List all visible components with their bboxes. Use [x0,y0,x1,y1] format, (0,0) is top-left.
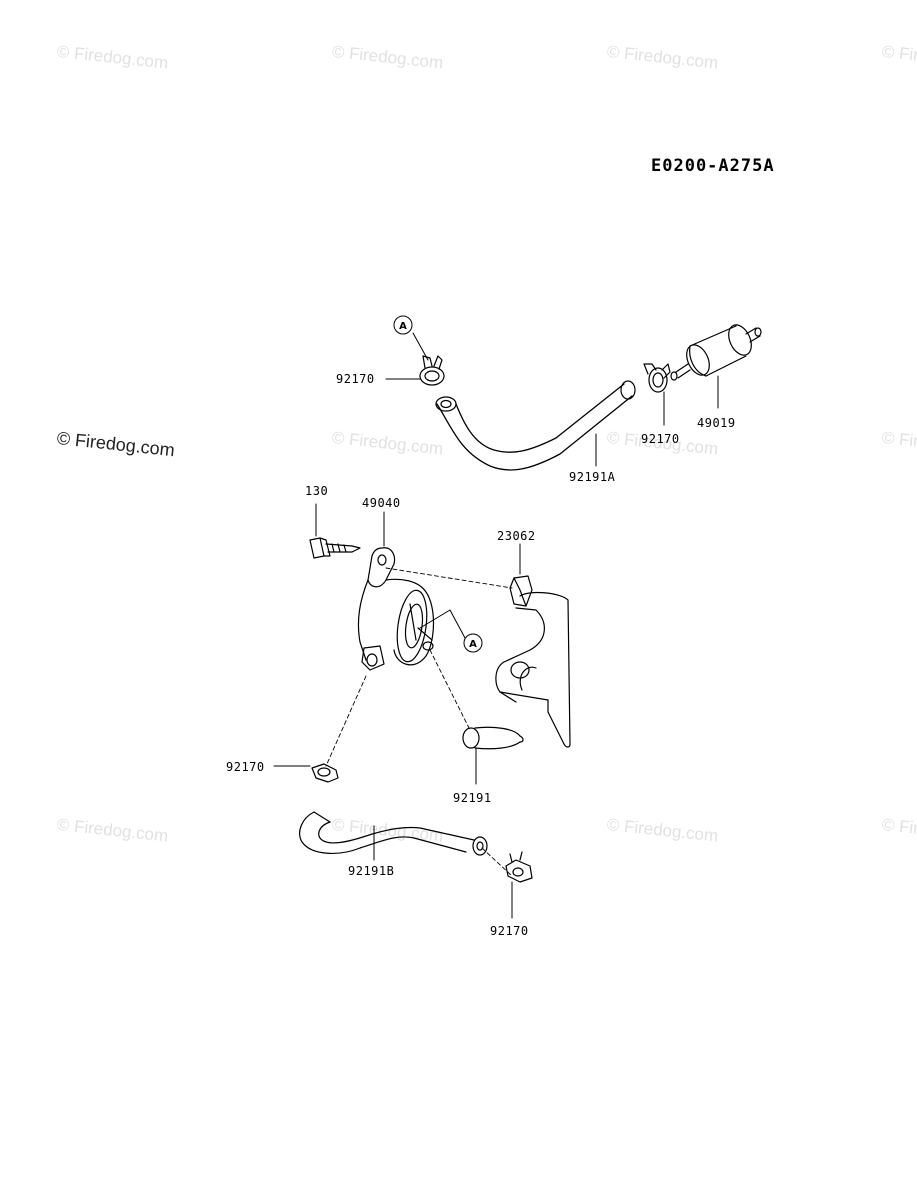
fuel-filter-49019 [670,324,762,381]
hose-92191 [462,726,524,750]
hose-92191a [435,380,636,471]
ref-marker-a: A [463,633,483,653]
part-label-49019: 49019 [697,416,736,430]
clamp-top-right [643,363,671,393]
svg-text:A: A [469,639,477,650]
part-label-92170: 92170 [490,924,529,938]
part-label-92170: 92170 [226,760,265,774]
part-label-92170: 92170 [336,372,375,386]
part-label-92191b: 92191B [348,864,395,878]
fuel-pump-49040 [357,547,435,671]
leader-lines [273,332,719,919]
clamp-bottom [505,851,533,883]
part-label-92170: 92170 [641,432,680,446]
guide-lines [325,567,513,877]
diagram-code: E0200-A275A [651,156,775,176]
part-label-23062: 23062 [497,529,536,543]
ref-marker-a: A [393,315,413,335]
svg-text:A: A [399,321,407,332]
bracket-23062 [495,575,571,748]
clamp-top-left [419,355,445,386]
part-label-92191: 92191 [453,791,492,805]
part-label-49040: 49040 [362,496,401,510]
bolt-130 [309,537,361,559]
part-label-130: 130 [305,484,329,498]
clamp-left [311,763,339,783]
part-label-92191a: 92191A [569,470,616,484]
hose-92191b [299,811,488,856]
